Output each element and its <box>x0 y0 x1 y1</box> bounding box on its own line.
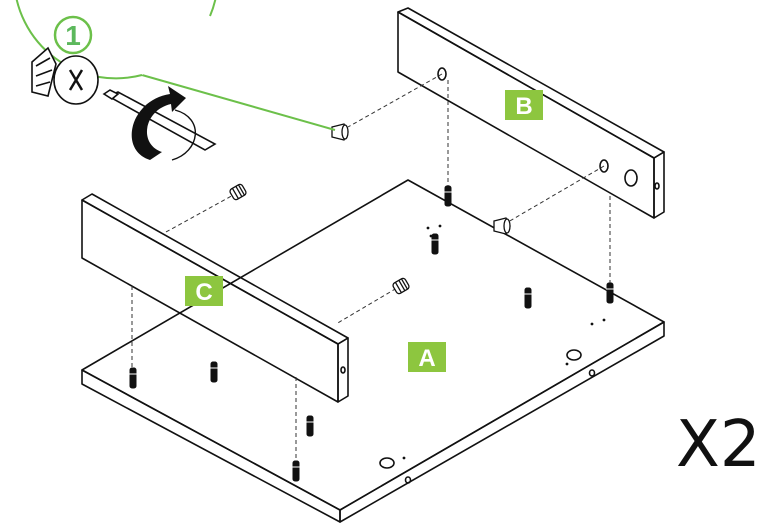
guide-lines <box>131 73 611 462</box>
step-number: 1 <box>65 20 81 51</box>
svg-text:C: C <box>195 279 212 306</box>
cam-lock-fitting-icon <box>331 123 511 235</box>
step-number-badge <box>53 15 93 55</box>
screwdriver-icon <box>102 89 217 151</box>
wooden-dowel-icon <box>129 185 614 482</box>
cam-lock-fitting-icon <box>31 46 99 105</box>
svg-text:A: A <box>418 345 435 372</box>
cam-dowel-icon <box>229 183 410 295</box>
clockwise-rotate-arrow-icon <box>131 86 196 161</box>
part-label-a: A <box>408 342 446 372</box>
panel-a <box>81 179 665 523</box>
panel-b <box>397 7 665 219</box>
quantity-multiplier: X2 <box>676 408 761 482</box>
svg-text:B: B <box>515 93 532 120</box>
callout-detail: 1 <box>15 0 336 161</box>
part-label-c: C <box>185 276 223 306</box>
panel-c <box>81 193 349 403</box>
part-label-b: B <box>505 90 543 120</box>
